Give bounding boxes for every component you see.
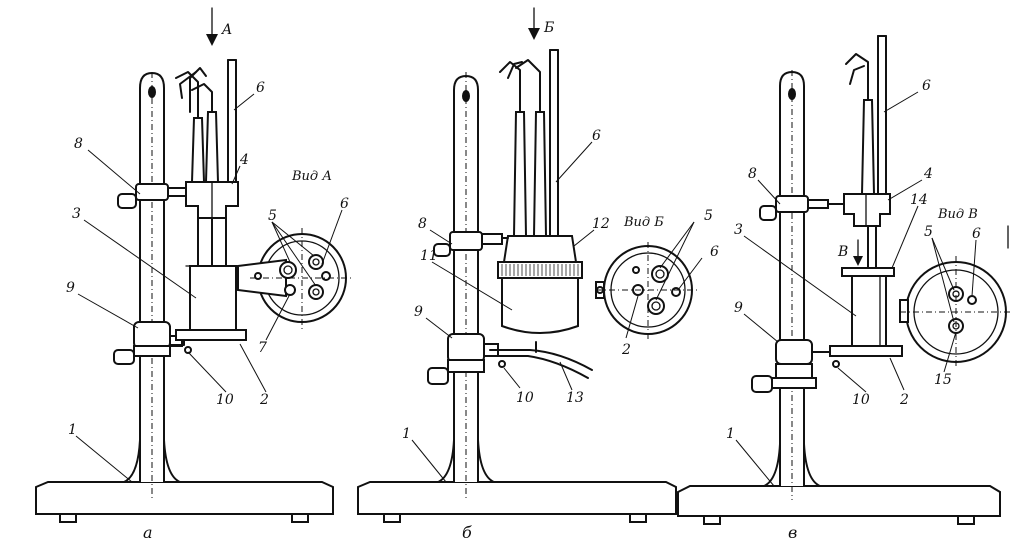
view-title-v: Вид В (937, 207, 978, 222)
view-arrow-labels: A Б В (220, 20, 848, 260)
labels-b: 8 11 9 1 6 12 5 6 2 10 13 (402, 128, 719, 442)
cell-12 (502, 235, 578, 263)
cell-11 (501, 277, 579, 334)
clamp-8-a (135, 183, 169, 201)
label-a-8: 8 (74, 136, 83, 152)
arrow-label-b: Б (543, 20, 554, 36)
label-a-1: 1 (68, 422, 77, 438)
label-v-2: 2 (899, 392, 909, 408)
foot-a-right (291, 513, 309, 523)
caption-a: а (143, 523, 153, 542)
label-b-8: 8 (418, 216, 427, 232)
label-a-7: 7 (258, 340, 267, 356)
labels-v: 8 3 9 1 6 4 14 5 6 15 2 10 (726, 78, 981, 442)
label-b-6b: 6 (710, 244, 719, 260)
label-v-8: 8 (748, 166, 757, 182)
label-b-11: 11 (420, 248, 438, 264)
label-b-10: 10 (516, 390, 534, 406)
rod-a (139, 71, 165, 482)
label-v-5: 5 (924, 224, 933, 240)
label-a-2: 2 (259, 392, 269, 408)
label-v-3: 3 (734, 222, 743, 238)
label-v-6b: 6 (972, 226, 981, 242)
captions: а б в (143, 523, 797, 542)
view-titles: Вид А Вид Б Вид В (291, 169, 978, 230)
panel-v (677, 35, 1012, 525)
label-a-6b: 6 (340, 196, 349, 212)
base-b (357, 481, 677, 515)
base-a (35, 481, 334, 515)
label-a-9: 9 (66, 280, 75, 296)
view-v (899, 256, 1012, 368)
arrow-label-v: В (837, 244, 848, 260)
panel-b (357, 7, 703, 523)
label-a-5: 5 (268, 208, 277, 224)
rod-b (453, 74, 479, 482)
label-a-3: 3 (72, 206, 81, 222)
beaker-a (189, 265, 237, 331)
label-b-2: 2 (621, 342, 631, 358)
arrow-label-a: A (220, 22, 232, 38)
label-b-1: 1 (402, 426, 411, 442)
base-v (677, 485, 1001, 517)
view-a (237, 228, 352, 330)
panel-a (35, 7, 352, 523)
label-a-10: 10 (216, 392, 234, 408)
caption-b: б (462, 523, 472, 542)
label-a-6: 6 (256, 80, 265, 96)
label-v-1: 1 (726, 426, 735, 442)
clamp-9-a (133, 321, 171, 349)
holder-4-v (843, 193, 891, 227)
foot-a-left (59, 513, 77, 523)
cell-ring (497, 261, 583, 279)
label-b-6: 6 (592, 128, 601, 144)
label-v-6: 6 (922, 78, 931, 94)
label-b-13: 13 (566, 390, 584, 406)
label-v-15: 15 (934, 372, 952, 388)
view-title-a: Вид А (291, 169, 332, 184)
label-v-14: 14 (910, 192, 928, 208)
table-2-a (175, 329, 247, 341)
label-v-10: 10 (852, 392, 870, 408)
label-a-4: 4 (239, 152, 249, 168)
label-b-12: 12 (592, 216, 610, 232)
view-b (595, 242, 700, 340)
label-v-9: 9 (734, 300, 743, 316)
label-v-4: 4 (923, 166, 933, 182)
labels-a: 8 3 9 1 6 4 5 6 7 2 10 (66, 80, 349, 438)
caption-v: в (788, 523, 797, 542)
beaker-v (851, 275, 887, 347)
view-title-b: Вид Б (623, 215, 664, 230)
label-b-5: 5 (704, 208, 713, 224)
label-b-9: 9 (414, 304, 423, 320)
